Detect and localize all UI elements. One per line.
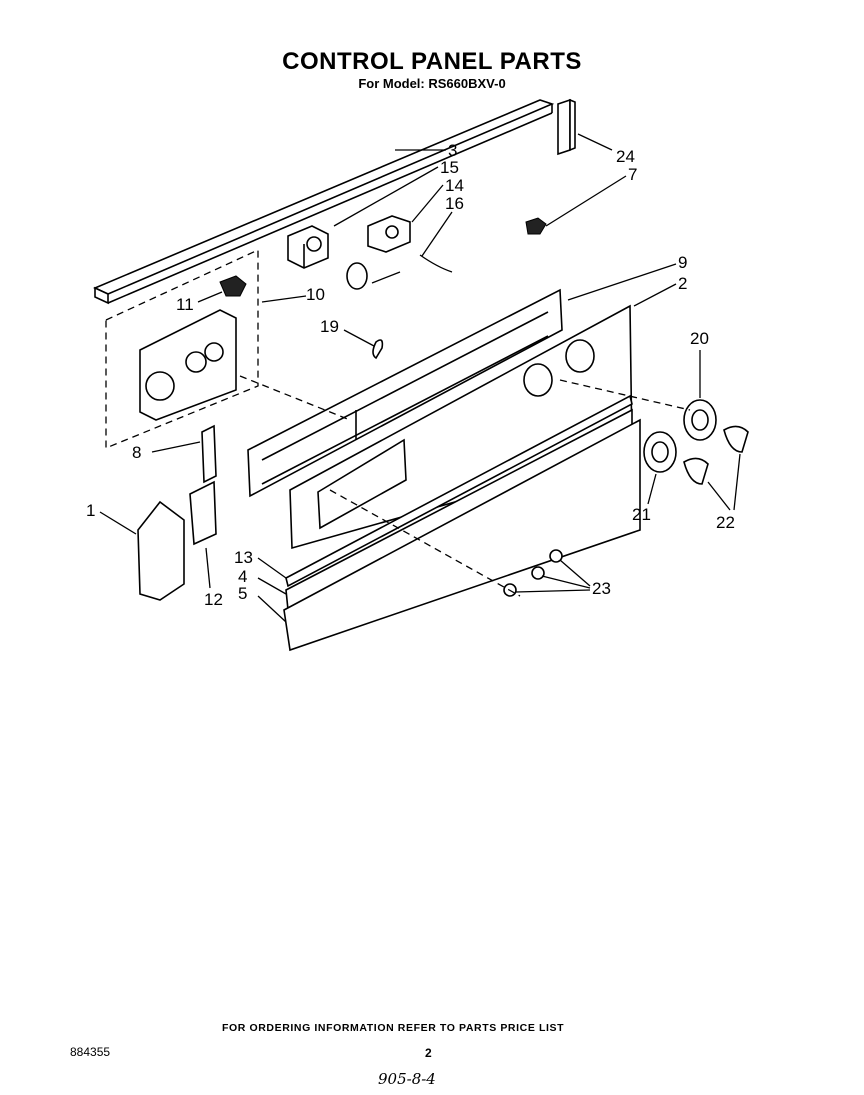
part-switch-15	[287, 225, 329, 269]
part-ring	[346, 262, 368, 290]
callout-8: 8	[132, 443, 141, 462]
callout-11: 11	[176, 295, 194, 314]
part-trim-strip	[93, 99, 555, 305]
callout-4: 4	[238, 567, 247, 586]
part-bracket-12	[189, 480, 217, 546]
callout-1: 1	[86, 501, 95, 520]
part-strip-13	[285, 394, 633, 588]
part-switch-14	[367, 215, 411, 253]
leader-lines	[99, 133, 741, 623]
callout-19: 19	[320, 317, 339, 336]
callout-9: 9	[678, 253, 687, 272]
part-wire-16	[419, 254, 453, 273]
part-strip-5	[283, 418, 641, 652]
ordering-note: FOR ORDERING INFORMATION REFER TO PARTS …	[222, 1022, 565, 1034]
callout-13: 13	[234, 548, 253, 567]
callout-3: 3	[448, 141, 457, 160]
callout-16: 16	[445, 194, 464, 213]
part-timer-assembly-10	[105, 248, 259, 449]
callout-23: 23	[592, 579, 611, 598]
callout-5: 5	[238, 584, 247, 603]
callout-21: 21	[632, 505, 651, 524]
document-number: 884355	[70, 1045, 111, 1059]
model-subtitle: For Model: RS660BXV-0	[358, 76, 506, 91]
handwritten-note: 905-8-4	[378, 1070, 436, 1088]
callout-24: 24	[616, 147, 635, 166]
part-knobs	[643, 399, 749, 485]
part-bracket-24	[557, 98, 576, 156]
callout-10: 10	[306, 285, 325, 304]
part-clip-19	[372, 339, 384, 360]
callout-14: 14	[445, 176, 464, 195]
page-number: 2	[425, 1046, 432, 1060]
callout-22: 22	[716, 513, 735, 532]
page-title: CONTROL PANEL PARTS	[282, 48, 582, 75]
callout-15: 15	[440, 158, 459, 177]
callout-2: 2	[678, 274, 687, 293]
part-control-panel-9	[247, 288, 563, 498]
part-bracket-8	[201, 424, 217, 484]
callout-7: 7	[628, 165, 637, 184]
part-endcap-1	[137, 500, 185, 601]
callout-20: 20	[690, 329, 709, 348]
part-clip-7	[525, 217, 547, 235]
callout-12: 12	[204, 590, 223, 609]
